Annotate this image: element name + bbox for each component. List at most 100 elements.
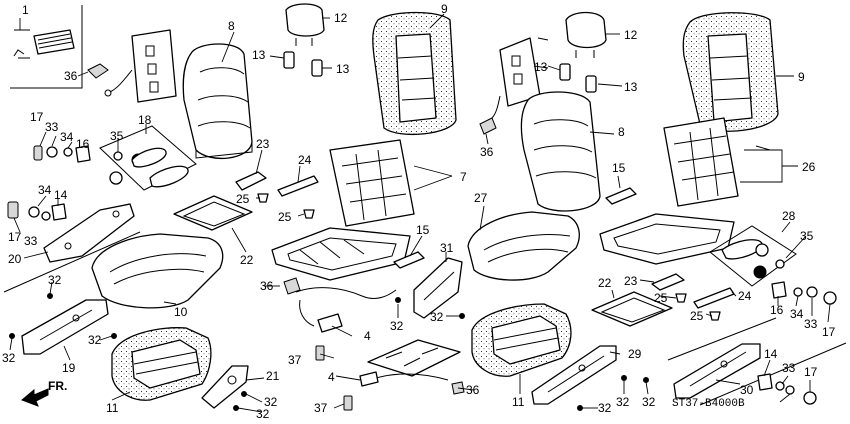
- part-label: 34: [38, 183, 52, 197]
- back-frame-plate: [104, 29, 177, 103]
- part-label: 16: [76, 137, 90, 151]
- clip-part: [479, 117, 497, 135]
- part-label: 26: [802, 160, 816, 174]
- seat-frame-assembly: [599, 117, 771, 265]
- headrest: [565, 11, 607, 58]
- seat-back-trim: [372, 11, 457, 136]
- part-label: 1: [22, 3, 29, 17]
- side-cover-panel: [673, 343, 761, 399]
- part-label: 13: [336, 62, 350, 76]
- part-label: 17: [804, 365, 818, 379]
- mount-bolt: [315, 345, 353, 411]
- headrest: [285, 3, 325, 46]
- part-label: 24: [738, 289, 752, 303]
- part-label: 30: [740, 383, 754, 397]
- part-label: 7: [460, 170, 467, 184]
- part-label: 13: [534, 60, 548, 74]
- part-label: 17: [822, 325, 836, 339]
- clip-part: [77, 63, 109, 79]
- seat-back-cushion: [520, 91, 601, 212]
- part-label: 22: [598, 276, 612, 290]
- part-label: 32: [598, 401, 612, 415]
- seat-rail: [693, 287, 735, 309]
- part-label: 18: [138, 113, 152, 127]
- part-label: 8: [618, 125, 625, 139]
- seat-cushion: [91, 233, 224, 309]
- wire-spring-kit: [13, 18, 75, 59]
- part-label: 25: [236, 192, 250, 206]
- part-label: 17: [8, 230, 22, 244]
- part-label: 25: [690, 309, 704, 323]
- part-label: 29: [628, 347, 642, 361]
- part-label: 32: [2, 351, 16, 365]
- part-label: 36: [466, 383, 480, 397]
- part-label: 32: [642, 395, 656, 409]
- front-direction-arrow: [21, 388, 49, 407]
- part-label: 36: [260, 279, 274, 293]
- harness-plate: [359, 339, 461, 387]
- side-cover-panel: [43, 203, 135, 263]
- part-label: 8: [228, 19, 235, 33]
- part-label: 22: [240, 253, 254, 267]
- part-label: 13: [252, 48, 266, 62]
- divider-lines: [3, 5, 847, 406]
- part-label: 15: [416, 223, 430, 237]
- seat-cushion-trim: [471, 303, 572, 377]
- part-label: 33: [782, 361, 796, 375]
- part-label: 16: [770, 303, 784, 317]
- seat-cushion-trim: [111, 327, 212, 401]
- part-label: 24: [298, 153, 312, 167]
- part-label: 32: [616, 395, 630, 409]
- part-label: 11: [106, 401, 119, 415]
- small-washer: [113, 151, 123, 161]
- part-label: 9: [798, 70, 805, 84]
- part-label: 25: [654, 291, 668, 305]
- part-labels: 1 36 8 12 13 13 9 17 33 34 16 35 18 34 1…: [2, 2, 836, 421]
- part-label: 23: [624, 274, 638, 288]
- bolt-set-lower-left: [7, 201, 67, 221]
- part-label: 35: [110, 129, 124, 143]
- part-label: 19: [62, 361, 76, 375]
- part-label: 4: [328, 370, 335, 384]
- leader-lines: [9, 13, 831, 413]
- part-label: 13: [624, 80, 638, 94]
- bolt-set-upper-left: [33, 145, 91, 163]
- side-trim-panel: [413, 257, 463, 319]
- part-label: 32: [48, 273, 62, 287]
- part-label: 34: [60, 130, 74, 144]
- seat-board: [173, 195, 253, 231]
- part-label: 32: [390, 319, 404, 333]
- bolt-set-lower-right: [757, 373, 817, 405]
- headrest-guide: [559, 63, 597, 93]
- side-cover-panel: [21, 299, 109, 355]
- part-label: 35: [800, 229, 814, 243]
- part-label: 17: [30, 110, 44, 124]
- seat-back-cushion: [182, 43, 253, 160]
- part-label: 36: [480, 145, 494, 159]
- part-label: 32: [430, 310, 444, 324]
- part-label: 32: [256, 407, 270, 421]
- wire-harness: [295, 287, 397, 333]
- part-label: 21: [266, 369, 280, 383]
- recliner-gear-set: [99, 125, 197, 191]
- seat-bracket: [651, 273, 685, 291]
- part-label: 32: [88, 333, 102, 347]
- part-label: 14: [54, 188, 68, 202]
- part-label: 23: [256, 137, 270, 151]
- part-label: 4: [364, 329, 371, 343]
- part-label: 33: [24, 234, 38, 248]
- part-label: 37: [314, 401, 328, 415]
- seat-rail: [277, 175, 319, 197]
- part-label: 31: [440, 241, 454, 255]
- part-label: 34: [790, 307, 804, 321]
- headrest-guide: [283, 51, 323, 77]
- part-label: 12: [624, 28, 638, 42]
- part-label: 20: [8, 252, 22, 266]
- seat-board: [591, 291, 673, 327]
- part-label: 14: [764, 347, 778, 361]
- retainer-clip: [675, 293, 721, 321]
- part-label: 32: [264, 395, 278, 409]
- part-label: 10: [174, 305, 188, 319]
- part-label: 9: [441, 2, 448, 16]
